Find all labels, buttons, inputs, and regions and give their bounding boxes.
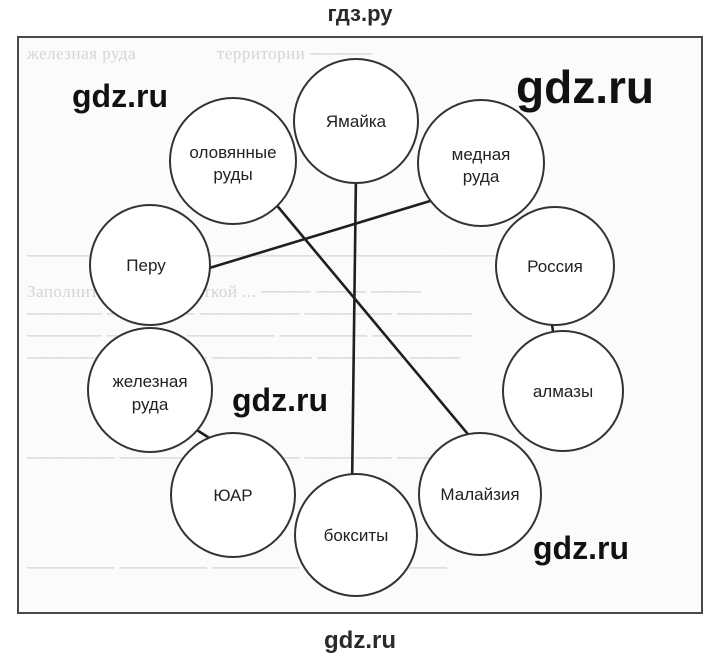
node-label-jamaica: Ямайка <box>326 112 387 131</box>
watermark-top-left: gdz.ru <box>72 78 168 114</box>
link-copper-ore-peru <box>181 196 442 278</box>
node-copper-ore: медная руда <box>417 99 545 227</box>
node-label-copper-ore-line2: руда <box>463 167 500 186</box>
node-bauxites: бокситы <box>294 473 418 597</box>
node-label-tin-ores-line2: руды <box>213 165 252 184</box>
node-peru: Перу <box>89 204 211 326</box>
node-label-iron-ore-line2: руда <box>132 395 169 414</box>
watermark-center: gdz.ru <box>232 382 328 418</box>
watermark-bottom-right: gdz.ru <box>533 530 629 566</box>
node-label-diamonds: алмазы <box>533 382 593 401</box>
node-label-iron-ore-line1: железная <box>112 372 187 391</box>
node-tin-ores: оловянные руды <box>169 97 297 225</box>
node-label-malaysia: Малайзия <box>440 485 519 504</box>
node-label-south-africa: ЮАР <box>213 486 252 505</box>
node-south-africa: ЮАР <box>170 432 296 558</box>
node-label-tin-ores-line1: оловянные <box>189 143 276 162</box>
site-footer: gdz.ru <box>324 627 396 654</box>
node-label-bauxites: бокситы <box>324 526 389 545</box>
node-diamonds: алмазы <box>502 330 624 452</box>
node-iron-ore: железная руда <box>87 327 213 453</box>
site-header: гдз.ру <box>327 1 393 26</box>
node-jamaica: Ямайка <box>293 58 419 184</box>
node-russia: Россия <box>495 206 615 326</box>
node-label-peru: Перу <box>126 256 166 275</box>
link-jamaica-bauxites <box>350 170 358 492</box>
node-label-russia: Россия <box>527 257 583 276</box>
node-label-copper-ore-line1: медная <box>452 145 511 164</box>
watermark-top-right: gdz.ru <box>516 61 654 113</box>
node-malaysia: Малайзия <box>418 432 542 556</box>
